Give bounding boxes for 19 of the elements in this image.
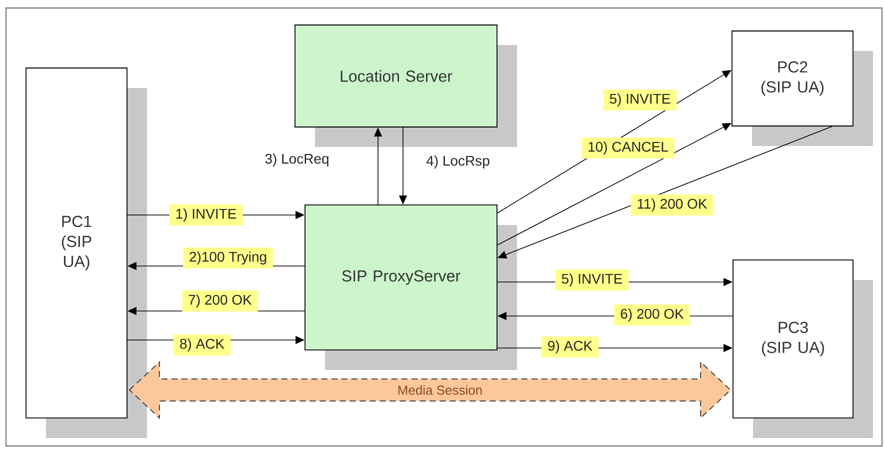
edge-label: 3) LocReq bbox=[258, 149, 336, 171]
edge-label: 5) INVITE bbox=[603, 89, 677, 110]
edge-label: 11) 200 OK bbox=[630, 194, 714, 216]
edge-label: 1) INVITE bbox=[169, 204, 243, 226]
edge-label: Media Session bbox=[398, 385, 482, 395]
edge-label: 2)100 Trying bbox=[182, 247, 274, 268]
server-box: Location Server bbox=[294, 24, 517, 147]
edge-label: 4) LocRsp bbox=[420, 151, 496, 173]
block-arrow bbox=[128, 360, 732, 420]
computer-box: PC2 (SIP UA) bbox=[732, 30, 873, 146]
server-box: SIP ProxyServer bbox=[304, 204, 517, 370]
edge-label: 5) INVITE bbox=[555, 269, 629, 290]
computer-box: PC3 (SIP UA) bbox=[732, 260, 873, 438]
edge-label: 6) 200 OK bbox=[614, 304, 690, 326]
edge-label: 7) 200 OK bbox=[182, 290, 258, 312]
edge-label: 9) ACK bbox=[541, 336, 599, 358]
edge-label: 8) ACK bbox=[173, 334, 231, 356]
edge-label: 10) CANCEL bbox=[582, 137, 674, 158]
computer-box: PC1 (SIP UA) bbox=[26, 68, 147, 438]
